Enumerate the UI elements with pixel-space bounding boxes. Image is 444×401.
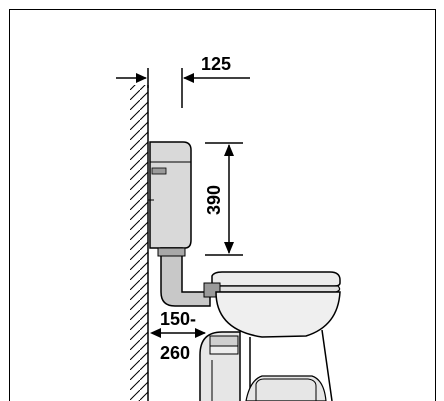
cistern-height-dimension: 390 (204, 142, 243, 256)
wall-gap-label: 125 (201, 54, 231, 74)
wall-gap-dimension: 125 (116, 54, 250, 108)
outlet-min-label: 150- (160, 309, 196, 329)
wall (130, 85, 149, 401)
flush-pipe (157, 247, 211, 307)
flush-button (151, 167, 167, 175)
cistern-height-label: 390 (204, 185, 224, 215)
outlet-pipe (199, 331, 241, 401)
cistern (148, 141, 192, 249)
outlet-dimension: 150- 260 (150, 309, 206, 363)
diagram-frame (9, 9, 436, 401)
outlet-max-label: 260 (160, 343, 190, 363)
toilet-bowl (203, 271, 341, 401)
